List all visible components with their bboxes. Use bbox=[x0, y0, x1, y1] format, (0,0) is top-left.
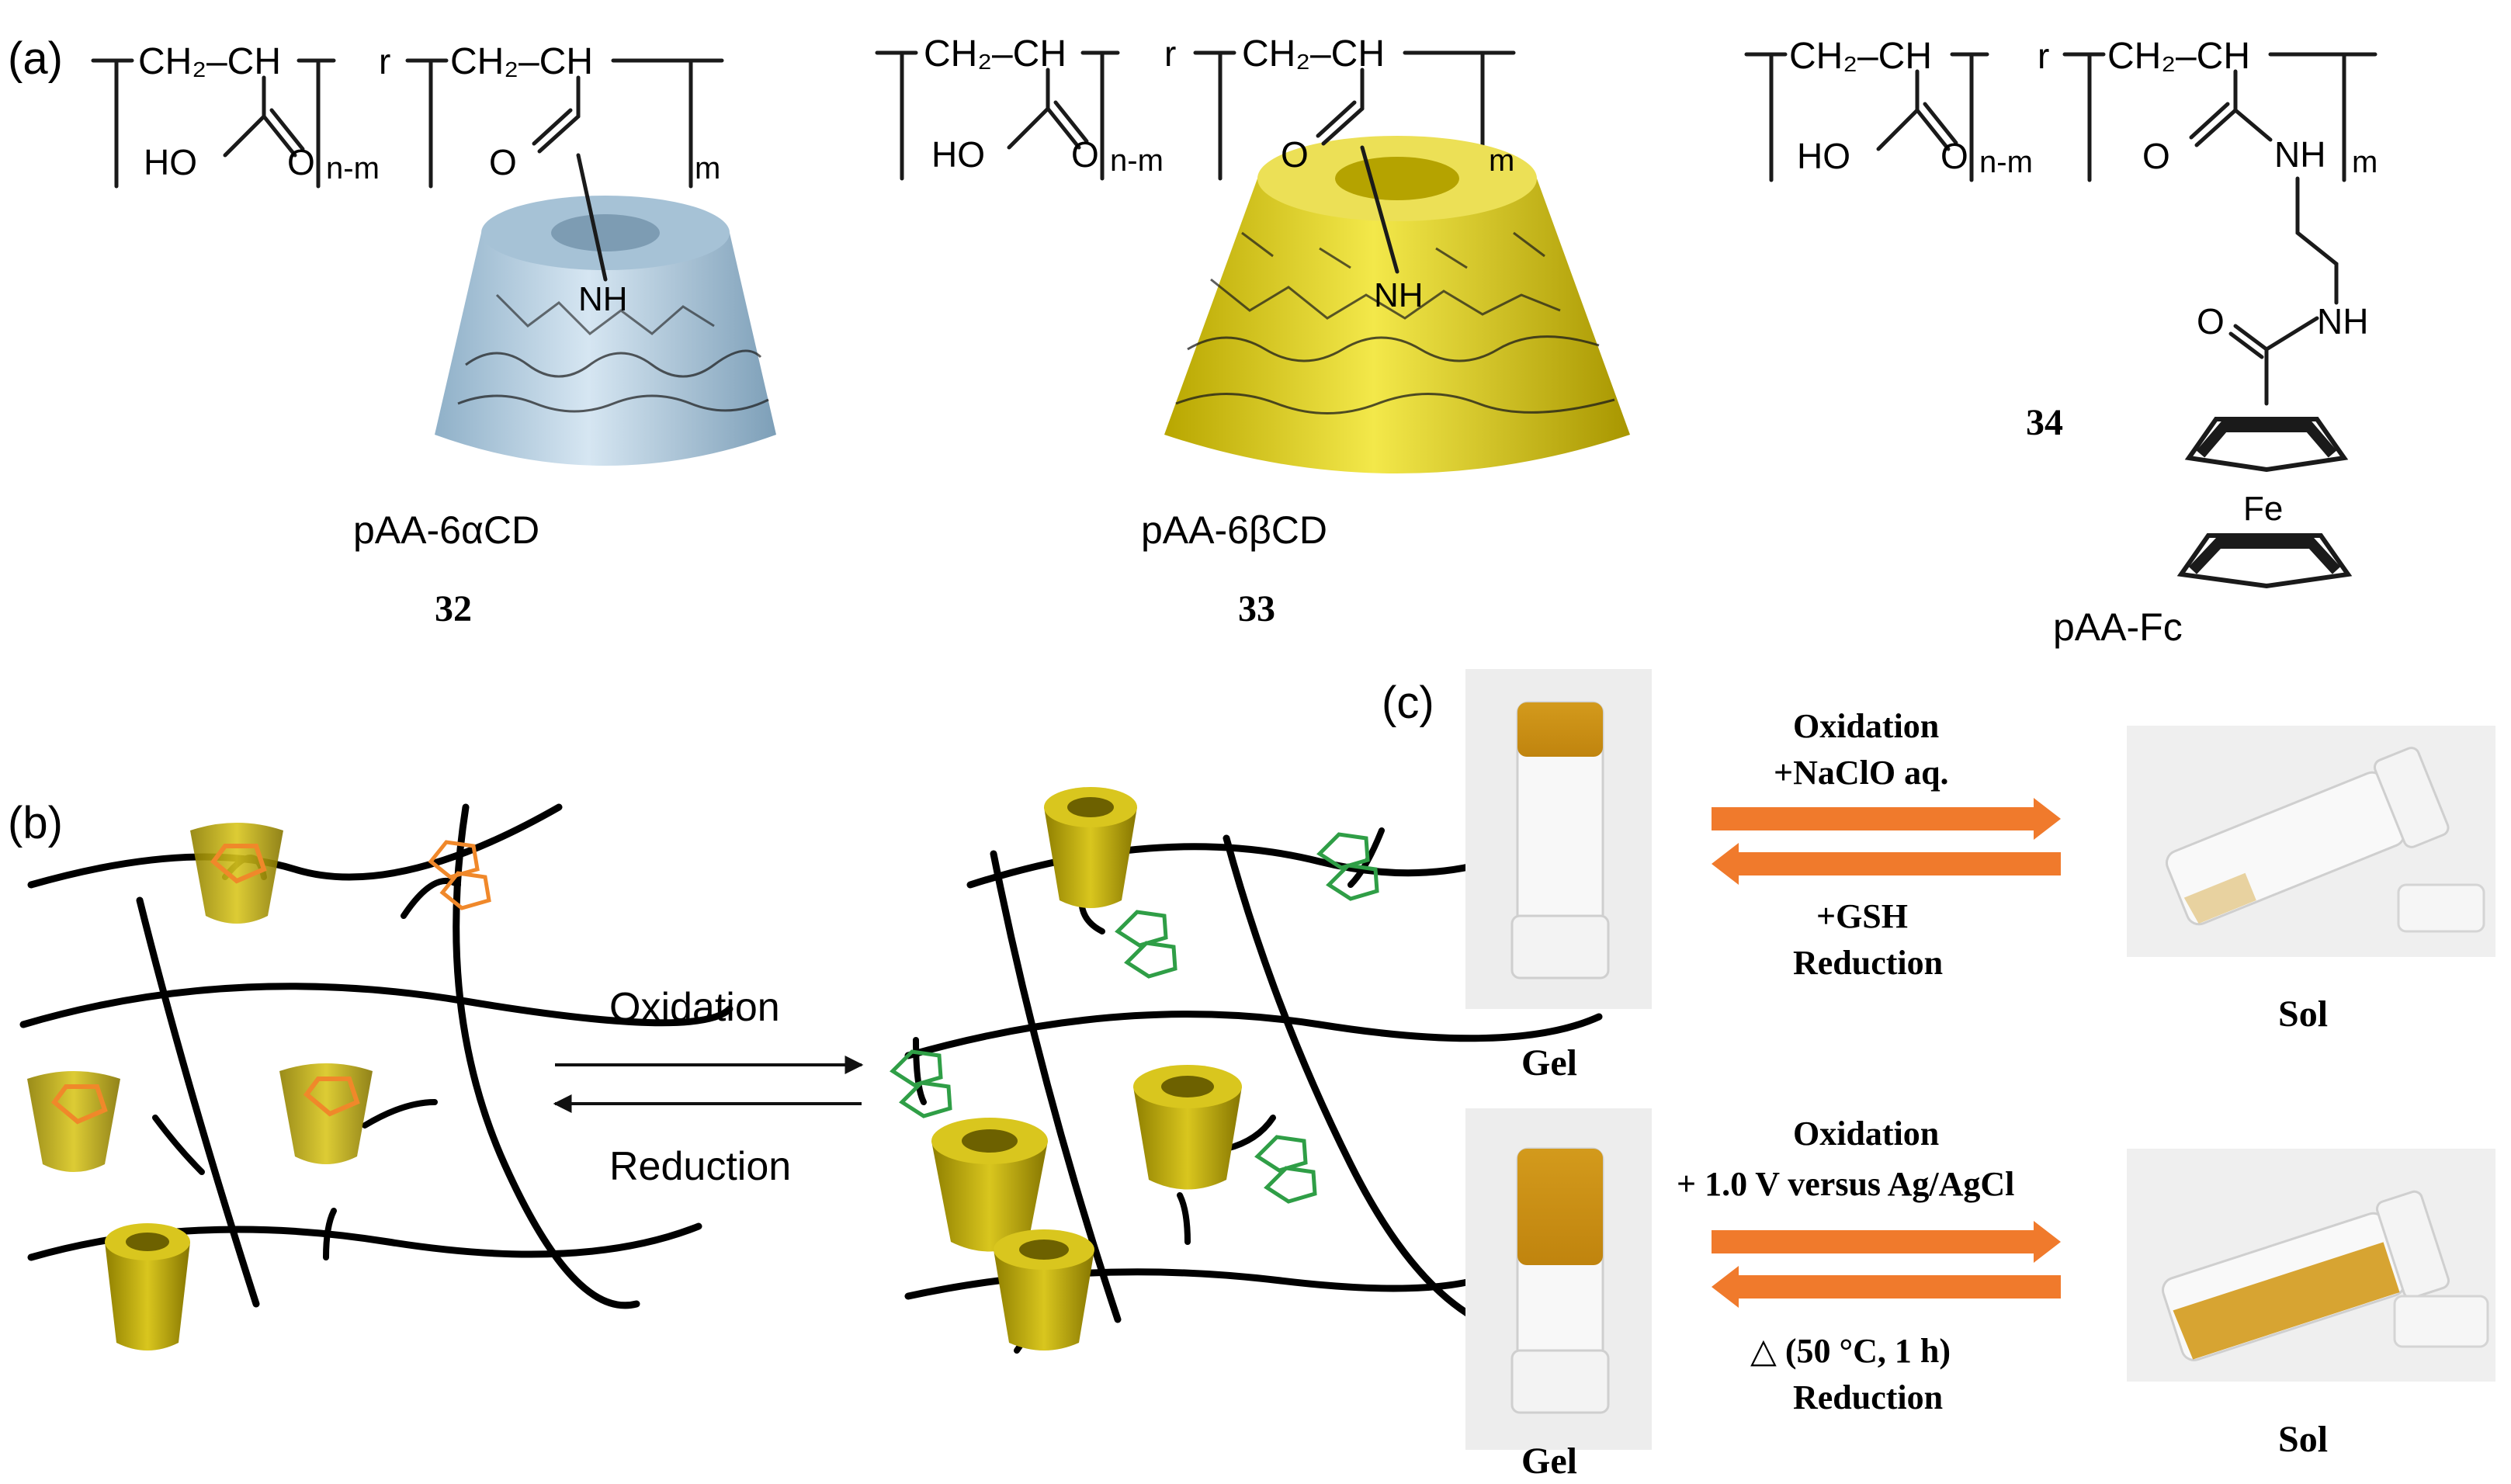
panel-b: (b) bbox=[8, 787, 1603, 1354]
panel-a-label: (a) bbox=[8, 33, 63, 84]
row1-reverse-line2: Reduction bbox=[1793, 944, 1943, 982]
ferrocenium-oxidized-icon bbox=[890, 832, 1379, 1204]
sol-label-1: Sol bbox=[2278, 993, 2328, 1035]
random-r-text: r bbox=[1164, 33, 1176, 74]
polymer-32-structure: CH₂–CH HO O n-m r CH₂–CH O m bbox=[91, 41, 776, 629]
compound-number-34: 34 bbox=[2026, 402, 2063, 443]
polymer-name-34: pAA-Fc bbox=[2053, 605, 2183, 649]
cd-fc-inclusion-complex-icon bbox=[279, 1063, 373, 1164]
subscript-m: m bbox=[1489, 144, 1514, 178]
gel-label-2: Gel bbox=[1521, 1441, 1577, 1482]
sol-label-2: Sol bbox=[2278, 1419, 2328, 1460]
row1-reversible-arrows bbox=[1712, 798, 2061, 885]
nh-upper-text: NH bbox=[2274, 134, 2325, 175]
row2-reversible-arrows bbox=[1712, 1221, 2061, 1308]
free-ferrocene-reduced-icon bbox=[428, 840, 491, 910]
linker-nh-text: NH bbox=[1374, 276, 1424, 314]
panel-c: (c) Gel Oxidation +NaClO aq. +GSH Reduct… bbox=[1382, 669, 2495, 1482]
compound-number-32: 32 bbox=[435, 588, 472, 629]
oxidation-label: Oxidation bbox=[609, 985, 780, 1030]
random-r-text: r bbox=[379, 41, 390, 81]
polymer-33-structure: CH₂–CH HO O n-m r CH₂–CH bbox=[875, 33, 1630, 629]
subscript-m: m bbox=[695, 151, 720, 186]
acid-oh-text: HO bbox=[1797, 136, 1850, 176]
acid-oh-text: HO bbox=[931, 134, 985, 175]
monomer-right-text: CH₂–CH bbox=[450, 41, 593, 82]
gel-label-1: Gel bbox=[1521, 1042, 1577, 1084]
amide-o-text: O bbox=[489, 142, 517, 182]
compound-number-33: 33 bbox=[1238, 588, 1275, 629]
subscript-n-m: n-m bbox=[1979, 145, 2033, 179]
row2-forward-line1: Oxidation bbox=[1793, 1115, 1939, 1153]
row2-reverse-line2: Reduction bbox=[1793, 1378, 1943, 1416]
polymer-34-structure: CH₂–CH HO O n-m r CH₂–CH O NH m NH bbox=[1744, 36, 2377, 649]
cyclodextrin-empty-icon bbox=[1044, 787, 1137, 908]
row2-reverse-line1: △ (50 °C, 1 h) bbox=[1750, 1332, 1951, 1370]
subscript-m: m bbox=[2352, 145, 2377, 179]
monomer-right-text: CH₂–CH bbox=[1242, 33, 1385, 75]
equilibrium-arrows bbox=[553, 1056, 864, 1113]
row2-forward-line2: + 1.0 V versus Ag/AgCl bbox=[1677, 1165, 2014, 1203]
row1-forward-line2: +NaClO aq. bbox=[1774, 754, 1949, 792]
acid-oh-text: HO bbox=[144, 142, 197, 182]
linker-nh-text: NH bbox=[578, 280, 628, 318]
cyclodextrin-empty-icon bbox=[105, 1223, 190, 1351]
amide-o-text: O bbox=[1281, 134, 1309, 175]
vial-photo-gel-1 bbox=[1465, 669, 1652, 1009]
polymer-name-33: pAA-6βCD bbox=[1141, 508, 1327, 552]
alpha-cyclodextrin-icon bbox=[435, 196, 776, 466]
amide-o-text: O bbox=[2142, 136, 2170, 176]
monomer-left-text: CH₂–CH bbox=[924, 33, 1066, 75]
ferrocene-icon: Fe bbox=[2176, 417, 2353, 589]
reduction-label: Reduction bbox=[609, 1144, 791, 1189]
nh-lower-text: NH bbox=[2317, 301, 2368, 342]
acid-o-text: O bbox=[1071, 134, 1099, 175]
acid-o-text: O bbox=[287, 142, 315, 182]
row1-reverse-line1: +GSH bbox=[1816, 897, 1908, 935]
panel-a: (a) CH₂–CH HO O n-m r CH₂–CH O bbox=[8, 33, 2377, 649]
panel-b-label: (b) bbox=[8, 798, 63, 848]
subscript-n-m: n-m bbox=[326, 151, 380, 186]
polymer-name-32: pAA-6αCD bbox=[353, 508, 539, 552]
beta-cyclodextrin-icon bbox=[1164, 136, 1630, 473]
metal-fe-text: Fe bbox=[2243, 490, 2283, 528]
vial-photo-gel-2 bbox=[1465, 1108, 1652, 1450]
cyclodextrin-empty-icon bbox=[994, 1229, 1094, 1351]
panel-c-label: (c) bbox=[1382, 678, 1434, 728]
amide2-o-text: O bbox=[2197, 301, 2225, 342]
cyclodextrin-empty-icon bbox=[1133, 1065, 1242, 1190]
random-r-text: r bbox=[2038, 36, 2049, 76]
monomer-right-text: CH₂–CH bbox=[2107, 36, 2250, 77]
cd-fc-inclusion-complex-icon bbox=[27, 1071, 120, 1172]
cyclodextrin-empty-icon bbox=[931, 1118, 1048, 1252]
vial-photo-sol-1 bbox=[2127, 726, 2495, 957]
row1-forward-line1: Oxidation bbox=[1793, 707, 1939, 745]
monomer-left-text: CH₂–CH bbox=[138, 41, 281, 82]
cd-fc-inclusion-complex-icon bbox=[190, 823, 283, 924]
subscript-n-m: n-m bbox=[1110, 144, 1164, 178]
monomer-left-text: CH₂–CH bbox=[1789, 36, 1932, 77]
vial-photo-sol-2 bbox=[2127, 1149, 2495, 1382]
acid-o-text: O bbox=[1940, 136, 1968, 176]
